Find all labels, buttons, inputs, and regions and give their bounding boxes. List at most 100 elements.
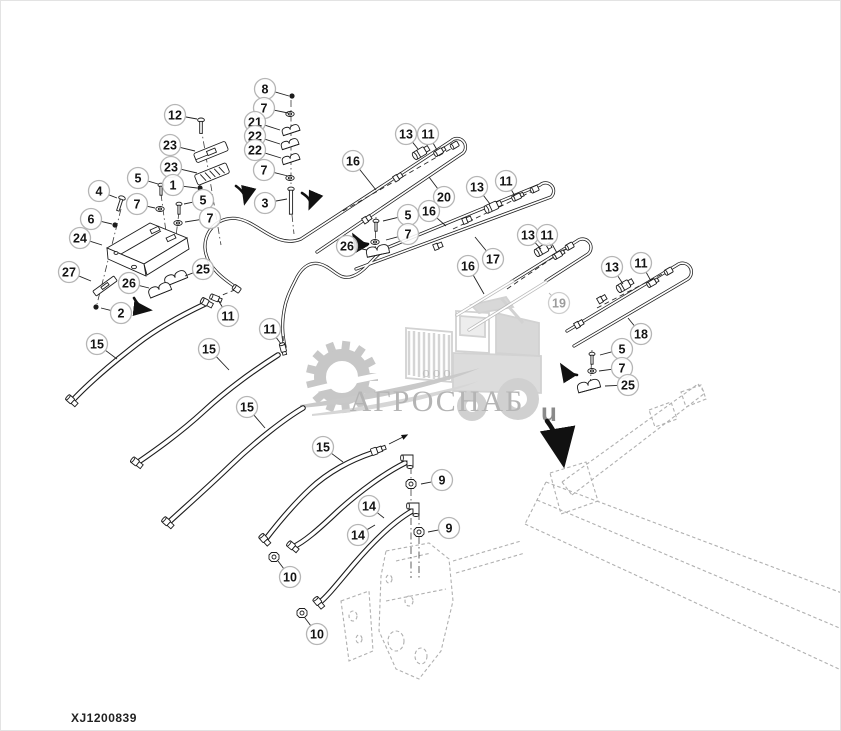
callout-13: 13 — [394, 122, 419, 150]
callout-15: 15 — [235, 395, 266, 429]
callout-13: 13 — [600, 255, 624, 285]
leaf-swoosh-2 — [312, 381, 479, 416]
leader-line — [181, 168, 198, 174]
callout-circle — [79, 207, 103, 231]
fitting-hex — [482, 198, 504, 215]
leader-line — [105, 349, 118, 360]
leader-line — [264, 124, 281, 131]
callout-circle — [629, 322, 653, 346]
callout-11: 11 — [216, 299, 240, 328]
inline-fitting — [432, 241, 444, 251]
callout-circle — [437, 516, 461, 540]
callout-number: 13 — [470, 181, 484, 195]
leader-line — [376, 512, 385, 519]
clamp-25 — [575, 377, 602, 394]
callout-circle — [197, 337, 221, 361]
callout-circle — [465, 175, 489, 199]
nut-7 — [587, 368, 597, 374]
nut-10 — [296, 608, 308, 618]
nut-7 — [285, 111, 295, 117]
leader-line — [274, 91, 290, 97]
harvester-logo — [405, 295, 542, 421]
leader-line — [185, 116, 198, 120]
callout-circle — [125, 192, 149, 216]
callout-circle — [311, 435, 335, 459]
callout-9: 9 — [420, 468, 454, 492]
leader-line — [277, 560, 285, 569]
callout-number: 17 — [486, 253, 500, 267]
tube-end-fitting — [529, 184, 540, 194]
callout-circle — [126, 166, 150, 190]
leader-line — [253, 414, 266, 429]
leader-line — [184, 219, 200, 223]
callout-9: 9 — [427, 516, 461, 540]
callout-number: 25 — [621, 379, 635, 393]
leader-line — [551, 243, 558, 254]
connection-pointer — [388, 434, 409, 445]
callout-10: 10 — [277, 560, 302, 589]
callout-23: 23 — [159, 155, 198, 179]
leader-line — [436, 217, 447, 227]
inline-fitting — [596, 293, 608, 305]
leader-line — [147, 205, 156, 209]
callout-number: 18 — [634, 328, 648, 342]
callout-number: 9 — [446, 522, 453, 536]
leader-line — [511, 189, 516, 197]
callout-number: 15 — [316, 441, 330, 455]
leader-line — [604, 385, 618, 387]
plug-2 — [93, 304, 99, 310]
callout-8: 8 — [253, 77, 290, 101]
nut-7 — [285, 175, 295, 181]
callout-13: 13 — [516, 223, 542, 250]
nut-10 — [268, 552, 280, 562]
leader-line — [89, 240, 103, 246]
callout-15: 15 — [85, 332, 118, 360]
leader-line — [385, 236, 398, 241]
callout-circle — [85, 332, 109, 356]
leader-line — [100, 307, 111, 311]
callout-circle — [394, 122, 418, 146]
callout-26: 26 — [335, 234, 368, 258]
bolt-12 — [197, 117, 205, 134]
nut-7 — [155, 206, 165, 212]
callout-13: 13 — [465, 175, 491, 205]
leader-line — [427, 529, 439, 533]
clamp-26 — [365, 243, 391, 258]
leader-line — [147, 180, 159, 185]
callout-circle — [243, 138, 267, 162]
callout-number: 7 — [261, 164, 268, 178]
leader-line — [264, 138, 281, 145]
callout-27: 27 — [57, 260, 92, 284]
leader-line — [357, 247, 368, 251]
leader-line — [217, 299, 223, 308]
callout-26: 26 — [117, 271, 150, 295]
callout-circle — [117, 271, 141, 295]
callout-16: 16 — [341, 149, 377, 191]
callout-circle — [629, 251, 653, 275]
leader-line — [412, 141, 419, 150]
nut-9 — [413, 527, 425, 537]
drawing-number: XJ1200839 — [71, 711, 137, 725]
callout-4: 4 — [87, 179, 118, 203]
callout-circle — [198, 206, 222, 230]
callout-circle — [535, 223, 559, 247]
leader-line — [108, 194, 118, 199]
leader-line — [382, 217, 398, 222]
callout-number: 14 — [351, 529, 365, 543]
callout-number: 11 — [221, 310, 234, 324]
nut-9 — [405, 479, 417, 489]
callout-circle — [57, 260, 81, 284]
callout-number: 5 — [200, 194, 207, 208]
callout-circle — [216, 304, 240, 328]
watermark: ооо АГРОСНАБ u — [299, 295, 563, 453]
callout-11: 11 — [416, 122, 440, 151]
leaf-swoosh — [300, 368, 480, 408]
callout-25: 25 — [184, 257, 215, 281]
leader-line — [183, 185, 198, 189]
callout-10: 10 — [304, 617, 329, 646]
leader-line — [599, 351, 612, 356]
callout-number: 5 — [135, 172, 142, 186]
callout-number: 12 — [168, 109, 182, 123]
